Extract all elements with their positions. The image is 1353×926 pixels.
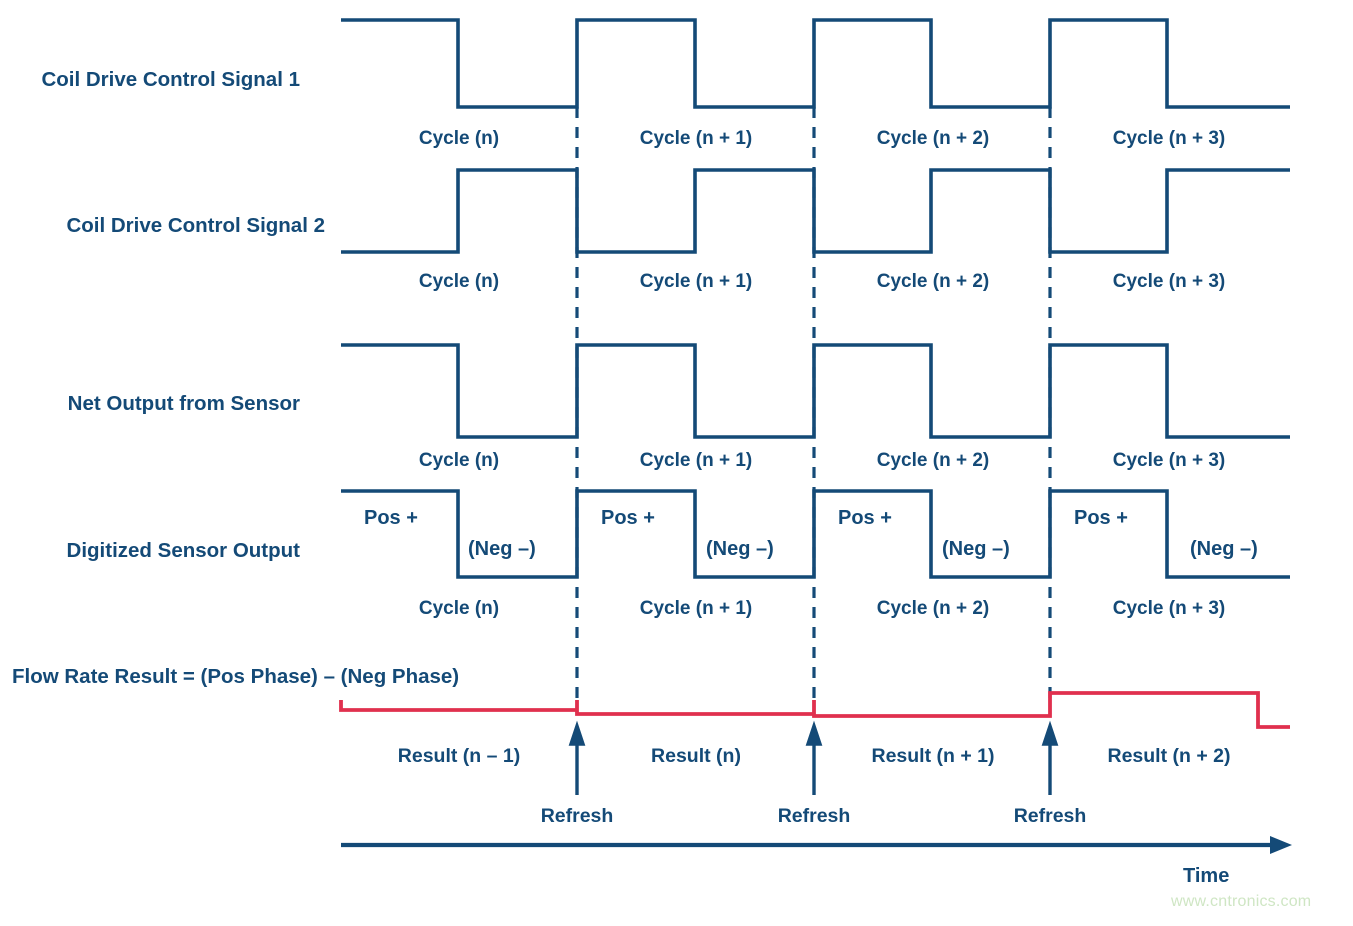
cycle-label-dig-n3: Cycle (n + 3) [1112,598,1226,619]
cycle-label-cd2-n1: Cycle (n + 1) [639,271,753,292]
phase-label-neg-3: (Neg –) [942,538,1010,560]
row-label-net-output: Net Output from Sensor [67,392,300,415]
result-label-n-plus-1: Result (n + 1) [871,745,995,767]
time-axis [341,836,1292,854]
cycle-label-cd1-n3: Cycle (n + 3) [1112,128,1226,149]
refresh-arrow-2 [805,720,823,795]
waveform-flow-rate-result [339,691,1290,729]
cycle-label-dig-n1: Cycle (n + 1) [639,598,753,619]
refresh-label-3: Refresh [1013,805,1087,827]
cycle-label-net-n1: Cycle (n + 1) [639,450,753,471]
cycle-label-net-n: Cycle (n) [418,450,500,471]
row-label-coil-drive-2: Coil Drive Control Signal 2 [66,214,325,237]
watermark-text: www.cntronics.com [1171,893,1312,910]
result-label-n-plus-2: Result (n + 2) [1107,745,1231,767]
phase-label-pos-2: Pos + [601,507,655,529]
refresh-arrows [568,720,1059,795]
cycle-label-net-n3: Cycle (n + 3) [1112,450,1226,471]
result-label-n: Result (n) [651,745,741,767]
cycle-label-cd2-n3: Cycle (n + 3) [1112,271,1226,292]
waveform-digitized-output [341,489,1290,579]
row-label-digitized-output: Digitized Sensor Output [66,539,300,562]
refresh-arrow-3 [1041,720,1059,795]
cycle-label-cd2-n: Cycle (n) [418,271,500,292]
phase-label-neg-1: (Neg –) [468,538,536,560]
time-axis-arrowhead [1270,836,1292,854]
cycle-label-cd1-n: Cycle (n) [418,128,500,149]
cycle-label-cd1-n1: Cycle (n + 1) [639,128,753,149]
phase-label-pos-1: Pos + [364,507,418,529]
phase-label-pos-3: Pos + [838,507,892,529]
row-label-coil-drive-1: Coil Drive Control Signal 1 [41,68,300,91]
cycle-label-net-n2: Cycle (n + 2) [876,450,990,471]
phase-label-neg-2: (Neg –) [706,538,774,560]
waveform-coil-drive-1 [341,18,1290,109]
cycle-label-cd2-n2: Cycle (n + 2) [876,271,990,292]
waveform-net-output [341,343,1290,439]
time-axis-label: Time [1183,865,1230,887]
refresh-label-2: Refresh [777,805,851,827]
row-label-flow-rate-result: Flow Rate Result = (Pos Phase) – (Neg Ph… [12,665,460,688]
phase-label-pos-4: Pos + [1074,507,1128,529]
cycle-label-dig-n2: Cycle (n + 2) [876,598,990,619]
refresh-label-1: Refresh [540,805,614,827]
waveform-coil-drive-2 [341,168,1290,254]
phase-label-neg-4: (Neg –) [1190,538,1258,560]
refresh-arrow-1 [568,720,586,795]
cycle-label-cd1-n2: Cycle (n + 2) [876,128,990,149]
cycle-label-dig-n: Cycle (n) [418,598,500,619]
result-label-n-minus-1: Result (n – 1) [397,745,521,767]
